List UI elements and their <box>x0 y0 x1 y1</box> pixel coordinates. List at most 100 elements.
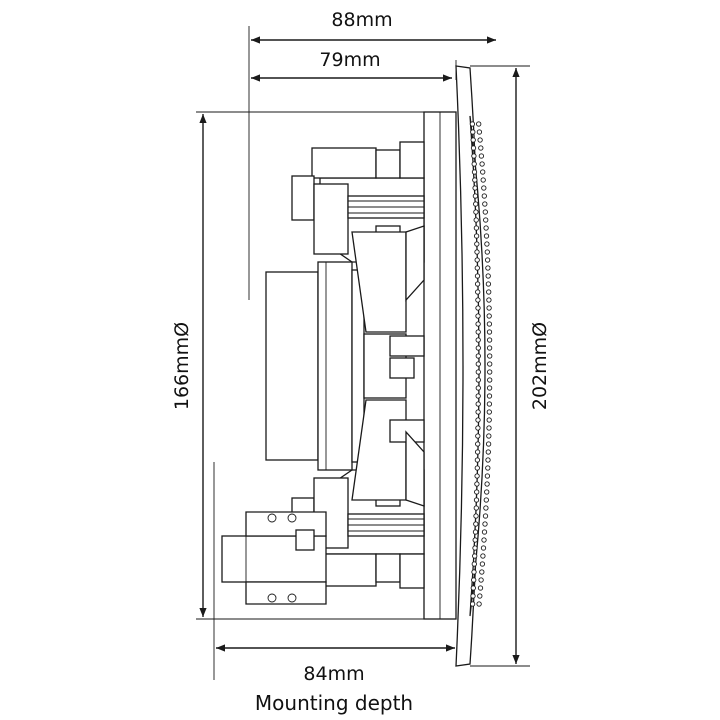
perforation-hole <box>471 561 477 567</box>
perforation-hole <box>486 425 492 431</box>
perforation-hole <box>469 121 476 127</box>
perforation-hole <box>473 233 480 239</box>
perforation-hole <box>478 145 484 151</box>
perforation-hole <box>485 457 491 463</box>
perforation-hole <box>483 497 489 503</box>
label-mounting-depth-caption: Mounting depth <box>255 691 413 715</box>
perforation-hole <box>475 345 481 351</box>
perforation-hole <box>480 553 486 559</box>
label-mounting-depth-value: 84mm <box>303 663 364 685</box>
perforation-hole <box>484 473 491 479</box>
perforation-hole <box>469 601 476 607</box>
perforation-hole <box>472 177 478 183</box>
perforation-hole <box>471 153 477 159</box>
perforation-hole <box>478 577 484 583</box>
perforation-hole <box>474 481 480 487</box>
perforation-hole <box>482 201 488 207</box>
perforation-hole <box>484 257 491 263</box>
perforation-hole <box>487 353 493 359</box>
perforation-hole <box>472 537 478 543</box>
perforation-hole <box>482 521 488 527</box>
perforation-hole <box>486 321 493 327</box>
perforation-hole <box>486 289 492 295</box>
perforation-hole <box>474 273 481 279</box>
perforation-hole <box>482 209 488 215</box>
perforation-hole <box>475 313 481 319</box>
perforation-hole <box>481 185 487 191</box>
perforation-hole <box>474 257 480 263</box>
perforation-hole <box>475 361 481 367</box>
perforation-hole <box>486 305 492 311</box>
perforation-hole <box>486 313 492 319</box>
perforation-hole <box>487 377 493 383</box>
perforation-hole <box>486 417 492 423</box>
perforation-hole <box>480 177 486 183</box>
perforation-hole <box>486 393 493 399</box>
perforation-hole <box>472 545 478 551</box>
perforation-hole <box>473 225 480 231</box>
perforation-hole <box>484 249 490 255</box>
perforation-hole <box>476 601 482 607</box>
perforation-hole <box>486 433 492 439</box>
perforation-hole <box>473 521 479 527</box>
perforation-hole <box>486 345 493 351</box>
perforation-hole <box>473 217 479 223</box>
perforation-hole <box>486 329 493 335</box>
perforation-hole <box>474 249 480 255</box>
perforation-hole <box>480 545 487 551</box>
magnet-core <box>317 261 353 471</box>
perforation-hole <box>476 121 482 127</box>
perforation-hole <box>473 201 479 207</box>
grille-perforations <box>469 121 493 607</box>
perforation-hole <box>475 289 481 295</box>
perforation-hole <box>475 441 481 447</box>
perforation-hole <box>485 281 492 287</box>
label-body-depth: 79mm <box>319 49 380 71</box>
perforation-hole <box>475 353 481 359</box>
perforation-hole <box>472 193 479 199</box>
perforation-hole <box>473 505 479 511</box>
perforation-hole <box>475 305 481 311</box>
perforation-hole <box>470 145 477 151</box>
perforation-hole <box>487 361 493 367</box>
perforation-hole <box>471 577 477 583</box>
perforation-hole <box>475 385 481 391</box>
perforation-hole <box>473 497 480 503</box>
perforation-hole <box>484 481 490 487</box>
perforation-hole <box>470 585 476 591</box>
perforation-hole <box>485 265 491 271</box>
label-overall-depth: 88mm <box>331 9 392 31</box>
perforation-hole <box>479 161 485 167</box>
perforation-hole <box>474 489 480 495</box>
perforation-hole <box>481 529 488 535</box>
perforation-hole <box>475 393 481 399</box>
perforation-hole <box>485 449 491 455</box>
perforation-hole <box>475 425 481 431</box>
perforation-hole <box>486 297 492 303</box>
perforation-hole <box>478 153 485 159</box>
perforation-hole <box>483 217 489 223</box>
perforation-hole <box>472 529 479 535</box>
perforation-hole <box>486 337 493 343</box>
perforation-hole <box>481 537 487 543</box>
perforation-hole <box>477 593 483 599</box>
perforation-hole <box>474 465 480 471</box>
perforation-hole <box>475 369 481 375</box>
terminal-clip-bottom <box>245 581 327 605</box>
perforation-hole <box>479 561 486 567</box>
perforation-hole <box>474 449 481 455</box>
perforation-hole <box>477 585 484 591</box>
perforation-hole <box>486 409 492 415</box>
perforation-hole <box>483 505 489 511</box>
perforation-hole <box>475 401 481 407</box>
perforation-hole <box>475 297 481 303</box>
perforation-hole <box>475 409 481 415</box>
perforation-hole <box>470 593 476 599</box>
magnet-back <box>265 271 319 461</box>
perforation-hole <box>481 193 487 199</box>
perforation-hole <box>470 129 476 135</box>
perforation-hole <box>473 209 479 215</box>
perforation-hole <box>483 233 490 239</box>
